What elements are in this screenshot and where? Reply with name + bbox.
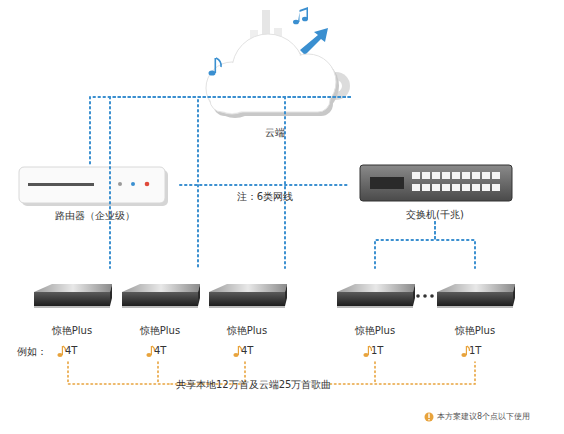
- network-cable: [375, 222, 435, 268]
- capacity-label: 4T: [65, 345, 77, 356]
- cloud-art: [206, 7, 350, 118]
- node-label: 惊艳Plus: [10, 324, 134, 338]
- device-node: 惊艳Plus: [205, 268, 289, 338]
- capacity-label: 4T: [241, 345, 253, 356]
- usage-note: 本方案建议8个点以下使用: [437, 411, 530, 422]
- switch-node: 交换机(千兆): [350, 160, 520, 222]
- network-cable: [198, 97, 350, 268]
- network-cable: [110, 97, 350, 268]
- network-cable: [285, 97, 350, 268]
- capacity-label: 4T: [154, 345, 166, 356]
- cloud-node: 云端: [195, 0, 355, 140]
- device-node: 惊艳Plus: [30, 268, 114, 338]
- shared-library-note: 共享本地12万首及云端25万首歌曲: [176, 378, 331, 392]
- switch-art: [360, 165, 512, 201]
- router-node: 路由器（企业级）: [10, 165, 180, 223]
- example-label: 例如：: [17, 345, 47, 359]
- node-label: 惊艳Plus: [98, 324, 222, 338]
- device-node: 惊艳Plus: [118, 268, 202, 338]
- network-cable: [90, 97, 195, 165]
- node-label: 路由器（企业级）: [0, 209, 200, 223]
- node-label: 惊艳Plus: [313, 324, 437, 338]
- capacity-label: 1T: [469, 345, 481, 356]
- node-label: 惊艳Plus: [185, 324, 309, 338]
- router-art: [19, 167, 168, 206]
- capacity-label: 1T: [371, 345, 383, 356]
- node-label: 交换机(千兆): [330, 208, 540, 222]
- node-label: 云端: [175, 126, 375, 140]
- edge-label: 注：6类网线: [237, 190, 293, 204]
- network-cable: [180, 184, 350, 186]
- device-node: 惊艳Plus: [433, 268, 517, 338]
- node-label: 惊艳Plus: [413, 324, 537, 338]
- device-node: 惊艳Plus: [333, 268, 417, 338]
- ellipsis-dots: [416, 294, 434, 298]
- network-cable: [435, 222, 475, 268]
- warning-icon: [425, 413, 434, 422]
